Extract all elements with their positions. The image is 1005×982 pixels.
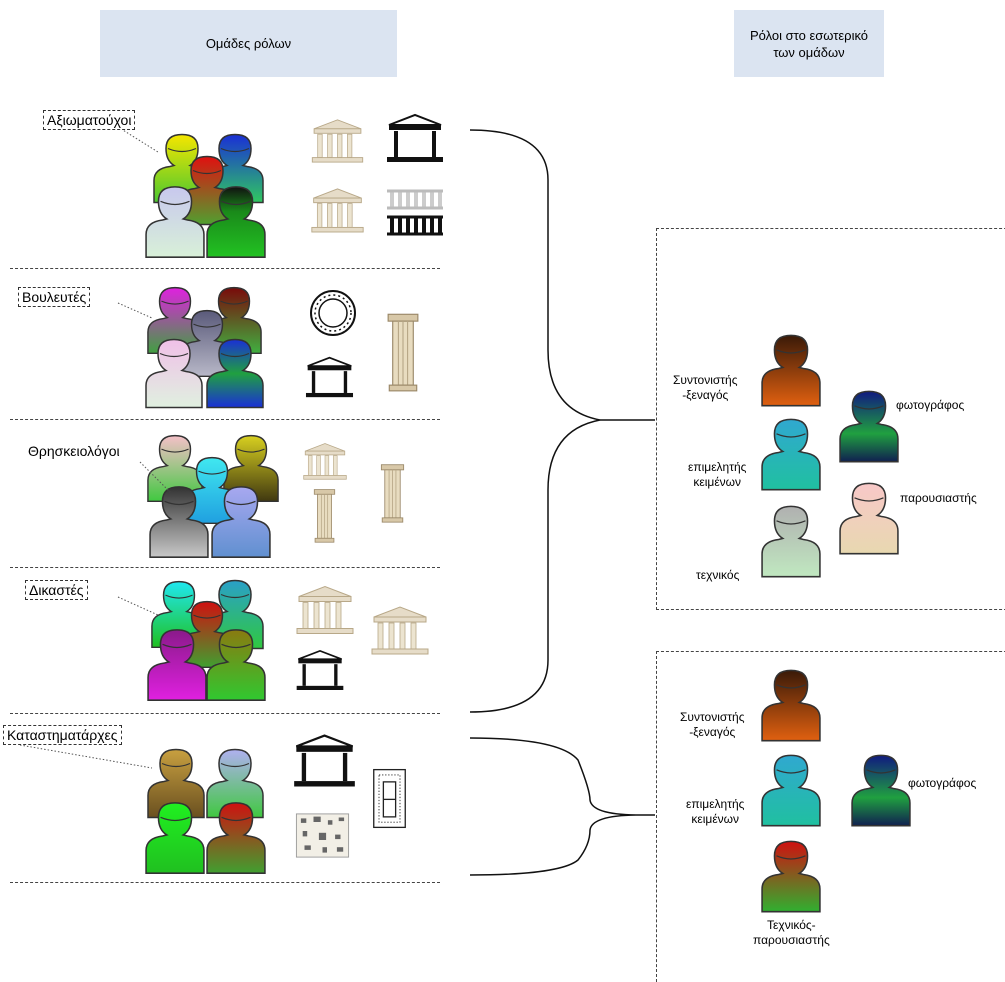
- person-icon: [839, 390, 899, 463]
- group-officials-people: [145, 133, 266, 259]
- column-icon: [387, 313, 419, 392]
- temple-icon: [311, 188, 364, 233]
- group-shopkeepers-buildings: [293, 734, 406, 858]
- group-label-shopkeepers: Καταστηματάρχες: [3, 725, 122, 745]
- floor-plan-icon: [373, 768, 406, 829]
- panel1-people: [761, 334, 899, 578]
- role-coordinator-line2: -ξεναγός: [682, 388, 729, 402]
- inner-roles-title-line1: Ρόλοι στο εσωτερικό: [749, 27, 869, 43]
- roles-panel-main: [656, 228, 1005, 610]
- temple-icon: [296, 585, 354, 635]
- role-presenter-label: παρουσιαστής: [900, 491, 977, 505]
- column-icon: [313, 489, 336, 543]
- group-separator: [10, 268, 440, 269]
- group-roles-header: Ομάδες ρόλων: [100, 10, 397, 77]
- panel2-people: [761, 669, 911, 913]
- role-editor-label: επιμελητής κειμένων: [686, 797, 744, 827]
- role-coordinator-label: Συντονιστής -ξεναγός: [673, 373, 738, 403]
- group-label-theologians: Θρησκειολόγοι: [25, 442, 123, 460]
- group-theologians-people: [147, 434, 279, 559]
- person-icon: [761, 334, 821, 407]
- temple-icon: [311, 119, 364, 163]
- role-coordinator-line1: Συντονιστής: [673, 373, 738, 387]
- temple-icon: [386, 114, 444, 163]
- roles-panel-shops: [656, 651, 1005, 982]
- inner-roles-header: Ρόλοι στο εσωτερικό των ομάδων: [734, 10, 884, 77]
- temple-icon: [371, 606, 429, 655]
- curly-brace: [469, 737, 641, 876]
- group-label-officials: Αξιωματούχοι: [43, 110, 136, 130]
- group-theologians-buildings: [303, 443, 405, 543]
- group-label-mps: Βουλευτές: [18, 287, 91, 307]
- group-judges-people: [147, 579, 266, 702]
- group-officials-buildings: [311, 114, 444, 236]
- group-judges-buildings: [295, 585, 429, 691]
- group-mps-buildings: [304, 290, 419, 398]
- role-editor-line2: κειμένων: [691, 812, 740, 826]
- group-separator: [10, 882, 440, 883]
- person-icon: [851, 754, 911, 827]
- role-technician-label: τεχνικός: [696, 568, 740, 582]
- role-photographer-label: φωτογράφος: [896, 398, 965, 412]
- round-tholos-icon: [310, 290, 356, 336]
- person-icon: [839, 482, 899, 555]
- role-coordinator-line2: -ξεναγός: [689, 725, 736, 739]
- group-separator: [10, 419, 440, 420]
- temple-icon: [304, 356, 355, 398]
- role-editor-line1: επιμελητής: [686, 797, 745, 811]
- map-icon: [295, 813, 350, 858]
- person-icon: [761, 505, 821, 578]
- group-shopkeepers-people: [145, 748, 266, 875]
- inner-roles-title-line2: των ομάδων: [773, 44, 845, 60]
- person-icon: [761, 754, 821, 827]
- role-editor-line1: επιμελητής: [688, 460, 747, 474]
- role-editor-label: επιμελητής κειμένων: [688, 460, 746, 490]
- group-mps-people: [145, 286, 264, 409]
- balustrade-icon: [387, 189, 443, 236]
- role-photographer-label: φωτογράφος: [908, 776, 977, 790]
- role-tech-presenter-label: Τεχνικός- παρουσιαστής: [753, 918, 830, 948]
- temple-icon: [293, 734, 356, 788]
- temple-icon: [303, 443, 347, 480]
- person-icon: [761, 669, 821, 742]
- group-separator: [10, 567, 440, 568]
- column-icon: [380, 463, 405, 523]
- temple-icon: [295, 649, 345, 691]
- group-label-judges: Δικαστές: [25, 580, 88, 600]
- curly-brace: [469, 129, 601, 713]
- label-callouts: [19, 126, 171, 769]
- person-icon: [761, 840, 821, 913]
- role-tech-presenter-line2: παρουσιαστής: [753, 933, 830, 947]
- role-coordinator-line1: Συντονιστής: [680, 710, 745, 724]
- role-editor-line2: κειμένων: [693, 475, 742, 489]
- person-icon: [761, 418, 821, 491]
- role-coordinator-label: Συντονιστής -ξεναγός: [680, 710, 745, 740]
- role-tech-presenter-line1: Τεχνικός-: [767, 918, 816, 932]
- group-separator: [10, 713, 440, 714]
- group-roles-title: Ομάδες ρόλων: [205, 36, 292, 51]
